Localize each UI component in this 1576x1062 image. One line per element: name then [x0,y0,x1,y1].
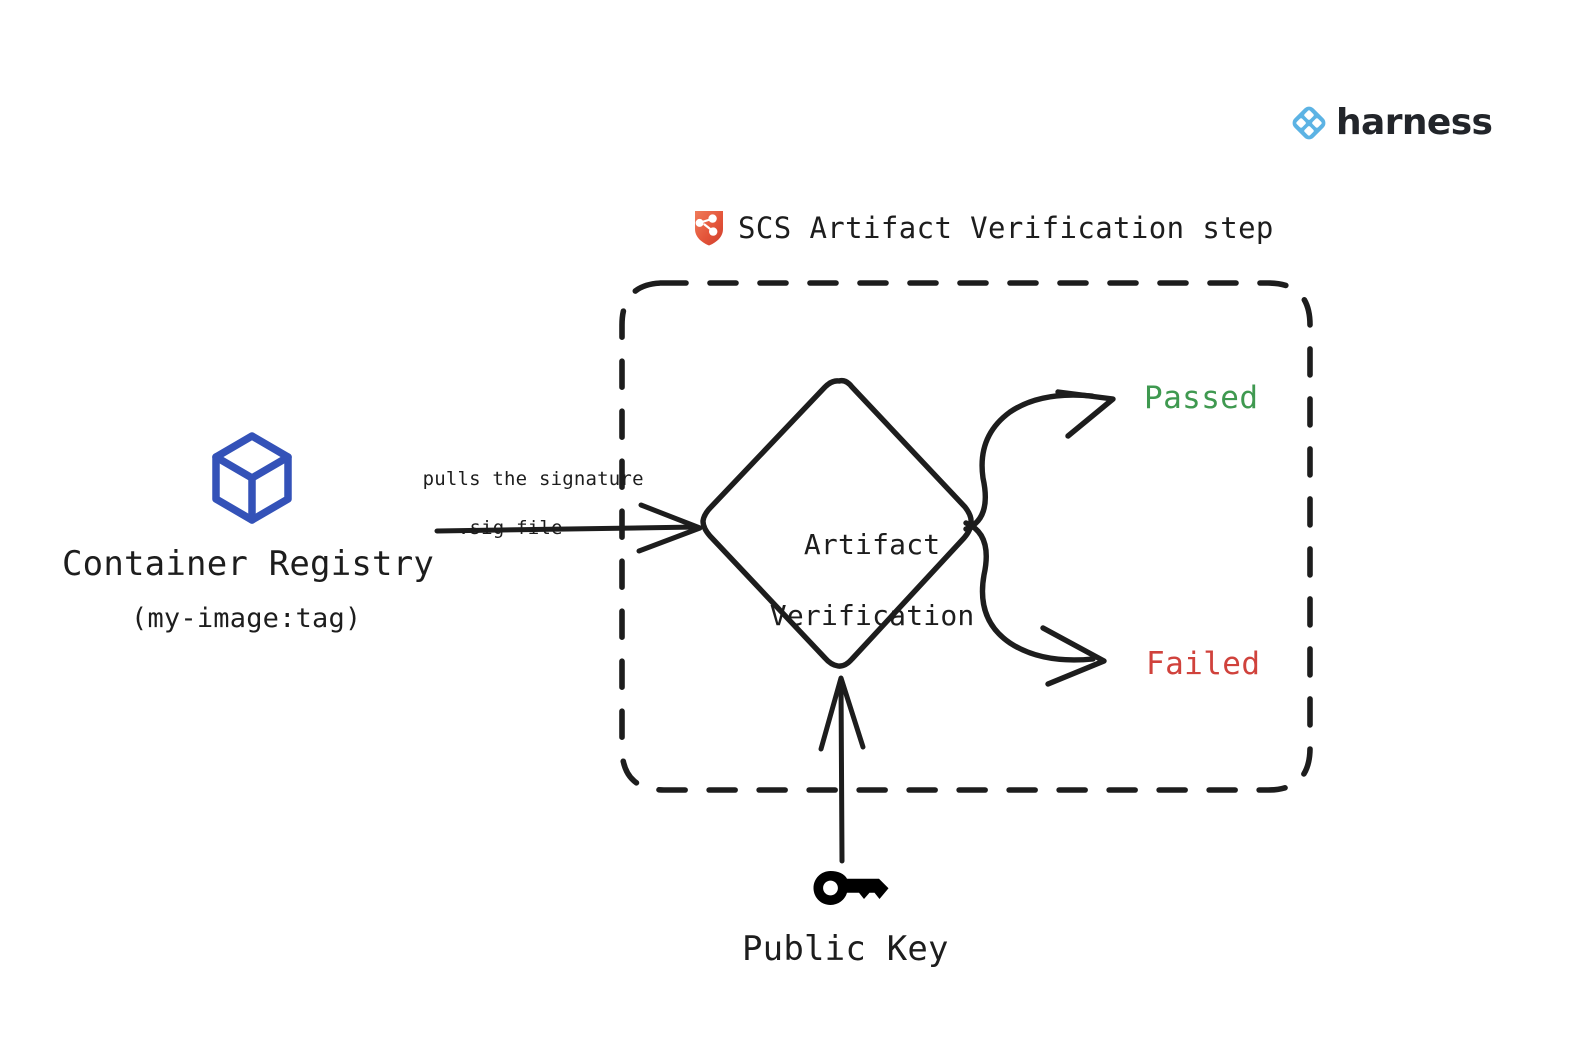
harness-diamond-icon [1292,106,1326,140]
public-key-label: Public Key [742,929,949,969]
scs-step-boundary [619,280,1313,793]
edge-publickey-to-verification [838,678,845,864]
harness-logo: harness [1288,102,1493,144]
edge-verification-to-passed [963,392,1095,532]
artifact-verification-line1: Artifact [803,527,941,561]
outcome-failed-label: Failed [1146,646,1261,682]
edge-note-line1: pulls the signature [422,468,644,491]
edge-note-line2: .sig file [457,516,563,539]
container-registry-label: Container Registry [62,544,435,584]
container-cube-icon [212,432,292,524]
artifact-verification-label: Artifact Verification [688,491,988,670]
scs-shield-graph-icon [695,211,723,246]
key-icon [813,871,889,905]
scs-step-title: SCS Artifact Verification step [693,209,1274,247]
scs-step-title-text: SCS Artifact Verification step [738,211,1274,245]
arrowhead-passed-edge [1055,389,1116,439]
container-registry-sublabel: (my-image:tag) [131,603,362,634]
arrowhead-failed-edge [1040,625,1107,687]
artifact-verification-line2: Verification [769,599,975,633]
arrowhead-publickey-edge [818,675,866,752]
edge-note-pulls-signature: pulls the signature .sig file [376,443,644,565]
outcome-passed-label: Passed [1144,380,1259,416]
arrowhead-registry-edge [636,502,703,554]
edge-verification-to-failed [963,520,1096,663]
edge-registry-to-verification [434,524,700,534]
artifact-verification-diamond [700,377,974,669]
harness-wordmark: harness [1336,102,1493,143]
